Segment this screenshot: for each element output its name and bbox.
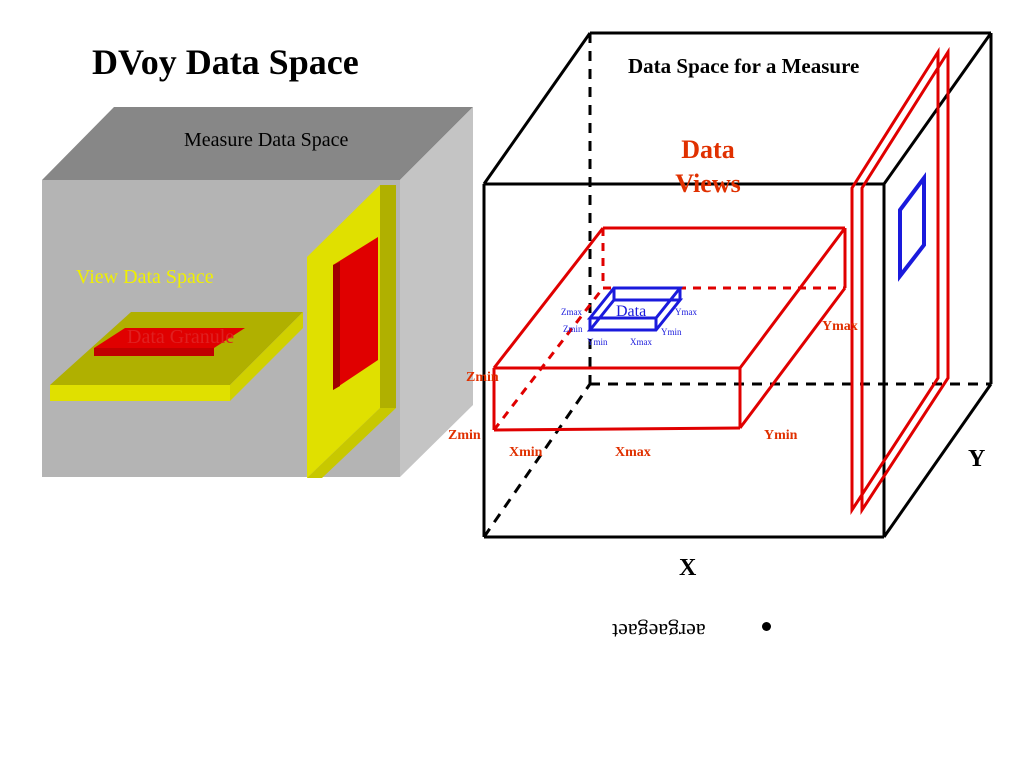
blue-view-parallelogram bbox=[898, 172, 926, 282]
red-plane-inner bbox=[860, 46, 950, 516]
upside-down-bullet-text: aergaegaet bbox=[612, 619, 706, 644]
red-box-zmin-upper-label: Zmin bbox=[466, 370, 499, 385]
view-data-space-label: View Data Space bbox=[76, 266, 214, 288]
blue-box-ymin-b-label: Ymin bbox=[661, 327, 682, 337]
vertical-slab-granule bbox=[333, 237, 378, 390]
bullet-point bbox=[762, 622, 771, 631]
blue-data-box bbox=[586, 286, 684, 332]
vertical-data-view-planes bbox=[850, 46, 950, 516]
axis-x-label: X bbox=[679, 555, 697, 581]
red-box-top-right bbox=[738, 227, 847, 369]
red-box-xmin-label: Xmin bbox=[509, 445, 543, 460]
blue-box-ymin-a-label: Ymin bbox=[587, 337, 608, 347]
data-space-cube-label: Data Space for a Measure bbox=[628, 54, 859, 78]
red-plane-outer bbox=[850, 46, 940, 516]
red-box-ymin-label: Ymin bbox=[764, 428, 798, 443]
red-box-xmax-label: Xmax bbox=[615, 445, 651, 460]
horizontal-slab-front bbox=[50, 385, 230, 401]
red-box-hidden-bottom-left bbox=[492, 287, 605, 431]
gray-cube-top bbox=[42, 107, 473, 180]
cube-hidden-bottom-left-edge bbox=[482, 383, 592, 538]
data-granule-label: Data Granule bbox=[127, 326, 234, 348]
vertical-slab-edge bbox=[380, 185, 396, 408]
horizontal-view-slab bbox=[50, 312, 303, 401]
blue-box-mid bbox=[586, 298, 684, 332]
cube-top-left-edge bbox=[482, 32, 592, 185]
data-views-label-line1: Data bbox=[681, 135, 734, 164]
data-space-cube bbox=[482, 31, 993, 539]
horizontal-slab-granule bbox=[94, 328, 245, 348]
cube-bottom-right-edge bbox=[882, 383, 993, 538]
red-box-top-left bbox=[492, 227, 605, 369]
axis-y-label: Y bbox=[968, 446, 985, 472]
horizontal-slab-granule-front bbox=[94, 348, 214, 356]
vertical-slab-bottom-edge bbox=[307, 408, 396, 478]
measure-data-space-label: Measure Data Space bbox=[184, 129, 348, 151]
page-title: DVoy Data Space bbox=[92, 42, 359, 82]
blue-box-zmin-label: Zmin bbox=[563, 324, 583, 334]
gray-cube-side bbox=[400, 107, 473, 477]
red-box-zmin-lower-label: Zmin bbox=[448, 428, 481, 443]
horizontal-slab-side bbox=[230, 312, 303, 401]
red-box-ymax-label: Ymax bbox=[822, 319, 858, 334]
data-views-label-line2: Views bbox=[675, 169, 740, 198]
blue-box-data-label: Data bbox=[616, 303, 646, 320]
measure-data-space-cube bbox=[42, 107, 473, 477]
blue-box-xmax-label: Xmax bbox=[630, 337, 652, 347]
blue-box-zmax-label: Zmax bbox=[561, 307, 582, 317]
vertical-slab-granule-edge bbox=[333, 262, 340, 390]
blue-box-ymax-label: Ymax bbox=[675, 307, 697, 317]
vertical-view-slab bbox=[307, 185, 396, 478]
red-data-view-box bbox=[492, 226, 847, 432]
red-box-front-bottom bbox=[493, 426, 741, 432]
red-box-side-bottom bbox=[738, 287, 847, 429]
